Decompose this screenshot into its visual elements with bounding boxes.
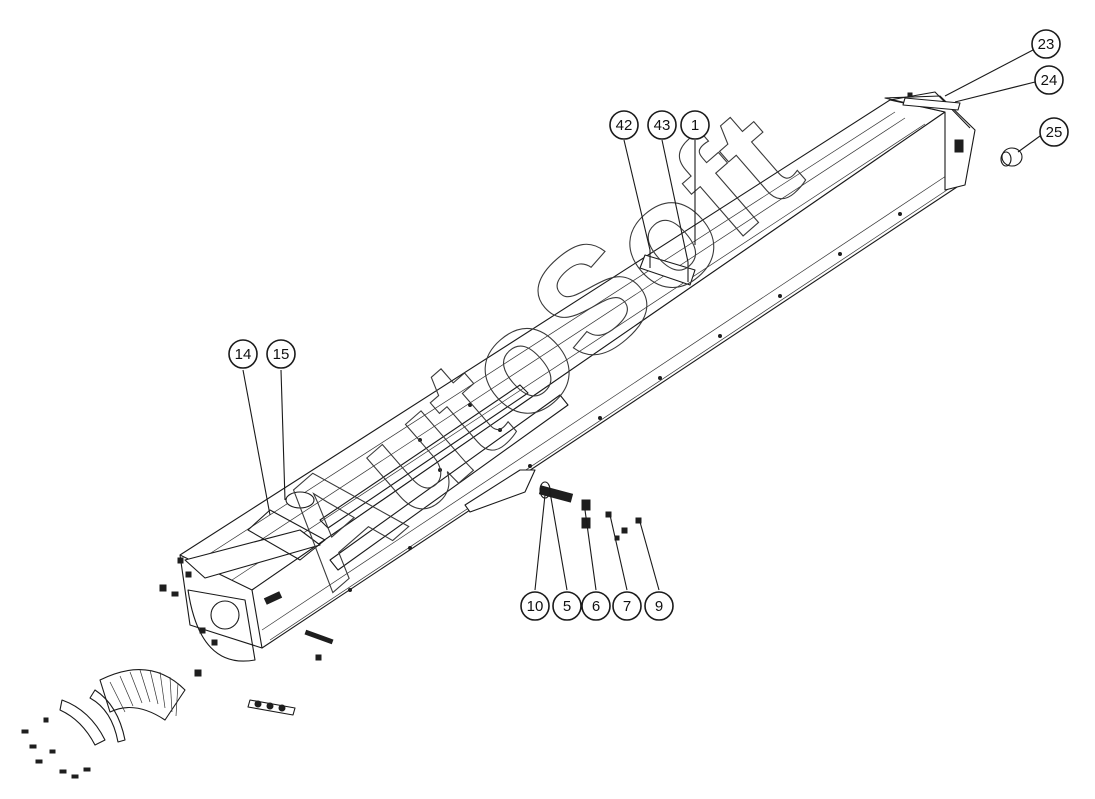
callout-label: 1 (691, 117, 699, 134)
callout-24: 24 (1034, 65, 1064, 95)
callout-10: 10 (520, 591, 550, 621)
callout-label: 5 (563, 598, 571, 615)
tail-end-assembly (159, 491, 326, 662)
callout-label: 15 (273, 346, 290, 363)
callout-25: 25 (1039, 117, 1069, 147)
callout-42: 42 (609, 110, 639, 140)
callout-label: 6 (592, 598, 600, 615)
callout-label: 42 (616, 117, 633, 134)
callout-label: 10 (527, 598, 544, 615)
callout-5: 5 (552, 591, 582, 621)
callout-label: 14 (235, 346, 252, 363)
callout-43: 43 (647, 110, 677, 140)
lower-bracket (464, 469, 536, 513)
curved-guard-screen (21, 669, 186, 779)
callout-label: 9 (655, 598, 663, 615)
callout-14: 14 (228, 339, 258, 369)
callout-label: 25 (1046, 124, 1063, 141)
boom-beam (179, 91, 976, 649)
loose-hardware (194, 92, 1023, 716)
callout-label: 43 (654, 117, 671, 134)
callout-label: 7 (623, 598, 631, 615)
watermark: AutoSoft (241, 77, 829, 619)
callout-9: 9 (644, 591, 674, 621)
callout-23: 23 (1031, 29, 1061, 59)
callout-15: 15 (266, 339, 296, 369)
leader-lines (242, 49, 1041, 591)
callout-label: 23 (1038, 36, 1055, 53)
callout-label: 24 (1041, 72, 1058, 89)
callout-1: 1 (680, 110, 710, 140)
callout-6: 6 (581, 591, 611, 621)
callout-7: 7 (612, 591, 642, 621)
